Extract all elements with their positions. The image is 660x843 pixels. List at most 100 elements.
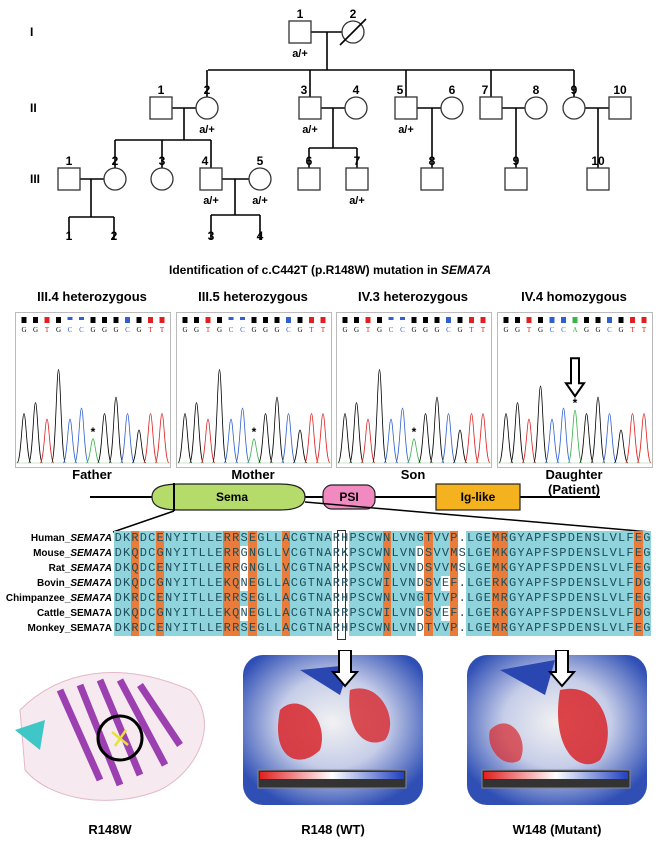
trace-peak [131,429,147,464]
ribbon-structure-r148w [15,672,205,801]
base-letter: C [79,326,84,334]
genotype-label: a/+ [398,124,414,136]
base-call-marker [388,317,394,320]
trace-peak [62,418,78,464]
base-letter: C [400,326,405,334]
base-letter: A [572,326,577,334]
trace-peak [246,438,262,464]
individual-number: 8 [533,83,540,97]
species-name: Monkey_SEMA7A [27,623,112,634]
female-symbol [524,96,548,120]
sequencing-title-text: Identification of c.C442T (p.R148W) muta… [168,263,441,277]
base-call-marker [377,317,382,323]
individual-number: 1 [66,229,73,240]
chromatogram-label: Mother [173,467,333,482]
base-call-marker [503,317,509,323]
base-letter: T [366,326,371,334]
base-letter: G [434,326,439,334]
base-letter: G [56,326,61,334]
individual-number: 5 [397,83,404,97]
sema-domain [151,483,306,511]
trace-peak [567,409,583,464]
individual-number: 6 [306,154,313,168]
base-call-marker [549,317,555,323]
male-symbol [608,96,632,120]
base-letter: T [309,326,314,334]
base-letter: T [630,326,635,334]
trace-peak [510,402,525,464]
trace-peak [418,413,433,464]
trace-peak [108,396,124,464]
base-letter: G [274,326,279,334]
caption-wt: R148 (WT) [301,822,365,837]
individual-number: 3 [301,83,308,97]
trace-peak [337,413,353,464]
base-call-marker [67,317,73,320]
individual-number: 4 [353,83,360,97]
trace-peak [556,407,571,464]
generation-label: I [30,25,33,39]
base-call-marker [457,317,463,323]
trace-peak [74,407,89,464]
trace-peak [452,429,468,464]
female-symbol [344,96,368,120]
base-call-marker [400,317,405,320]
individual-number: 3 [208,229,215,240]
individual-ii-4: 4 [344,83,368,120]
species-name: Rat_SEMA7A [48,563,112,574]
species-name: Cattle_SEMA7A [36,608,112,619]
base-letter: G [90,326,95,334]
base-call-marker [595,317,601,323]
chromatogram-title: IV.4 homozygous [521,289,627,304]
trace-peak [281,413,296,464]
base-letter: G [251,326,256,334]
base-call-marker [159,317,165,323]
base-letter: C [229,326,234,334]
base-letter: T [160,326,165,334]
individual-number: 4 [202,154,209,168]
trace-peak [406,438,422,464]
base-call-marker [607,317,612,323]
base-call-marker [538,317,543,323]
base-letter: G [411,326,416,334]
base-call-marker [641,317,647,323]
species-name: Chimpanzee_SEMA7A [5,593,112,604]
base-call-marker [90,317,96,323]
individual-number: 4 [257,229,264,240]
female-symbol [150,167,174,191]
genotype-label: a/+ [349,195,365,207]
trace-peak [590,396,606,464]
individual-ii-7: 7 [479,83,503,120]
trace-peak [441,413,456,464]
individual-number: 10 [613,83,627,97]
pedigree-line [339,18,367,46]
base-call-marker [228,317,234,320]
mutation-asterisk: * [91,425,96,439]
individual-number: 6 [449,83,456,97]
base-call-marker [309,317,314,323]
base-letter: T [148,326,153,334]
individual-iii-7: 7a/+ [345,154,369,207]
base-letter: C [446,326,451,334]
base-letter: G [263,326,268,334]
trace-peak [177,413,193,464]
trace-peak [51,369,66,464]
individual-ii-3: 3a/+ [298,83,322,136]
base-call-marker [320,317,326,323]
base-call-marker [630,317,635,323]
male-symbol [288,20,312,44]
mutation-asterisk: * [252,425,257,439]
male-symbol [149,96,173,120]
trace-peak [521,418,537,464]
base-call-marker [217,317,222,323]
trace-peak [85,438,101,464]
trace-peak [475,413,491,464]
